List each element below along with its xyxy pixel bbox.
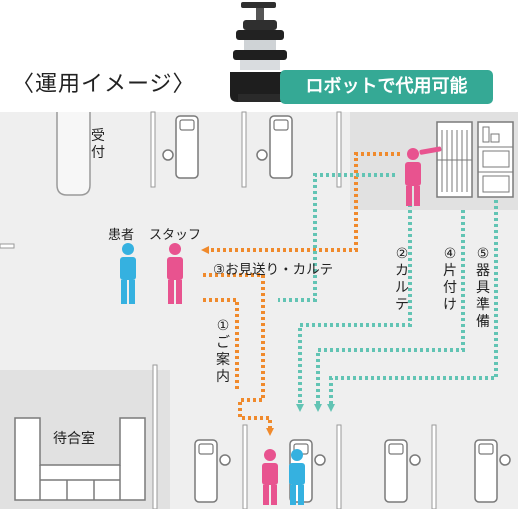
staff-label: スタッフ [149,228,202,243]
flow-5-arrow [327,200,498,412]
robot-substitute-callout: ロボットで代用可能 [280,70,493,104]
waiting-room-label: 待合室 [53,431,95,447]
top-partitions [150,111,342,188]
staff-at-cabinet-figure [405,146,442,206]
flow-4-arrow [314,210,465,412]
flow-1-arrow [203,273,274,436]
flow-2-upper [278,173,395,302]
page-title: 〈運用イメージ〉 [12,72,196,97]
treatment-chair-bottom-1 [194,439,231,503]
cabinet-right [477,121,514,198]
service-robot-icon [230,2,290,102]
treatment-chair-top-1 [162,115,199,179]
treatment-chair-bottom-3 [384,439,421,503]
reception-label: 受付 [91,128,105,161]
waiting-room-sofa [14,417,146,501]
staff-at-chair-figure [262,449,278,505]
waiting-divider [152,364,158,509]
treatment-chair-bottom-4 [474,439,511,503]
left-wall-stub [0,243,15,249]
reception-counter [56,112,91,196]
flow-1-label: ①ご案内 [216,318,230,385]
staff-figure [167,243,183,304]
flow-3-arrow [201,152,400,254]
flow-3-label: ③お見送り・カルテ [213,262,334,278]
treatment-chair-top-2 [256,115,293,179]
patient-figure [120,243,136,304]
flow-2-arrow [296,198,412,412]
patient-label: 患者 [108,228,135,243]
flow-4-label: ④片付け [443,246,457,313]
cabinet-left [436,121,473,198]
flow-5-label: ⑤器具準備 [476,246,490,330]
patient-at-chair-figure [289,449,305,505]
flow-2-label: ②カルテ [395,246,409,313]
bottom-partitions [242,424,437,509]
